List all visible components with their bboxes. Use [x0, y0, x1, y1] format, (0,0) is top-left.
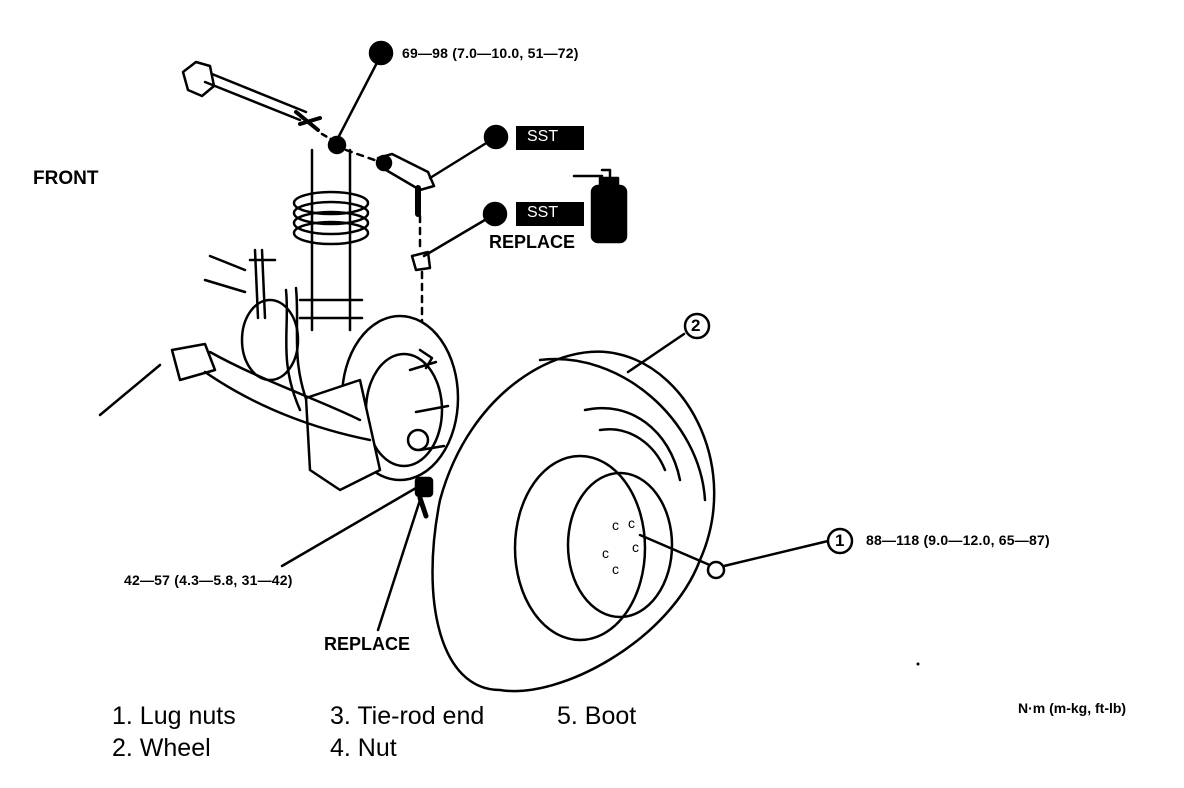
puller-tool	[181, 60, 322, 132]
legend-item-5: 5. Boot	[557, 702, 637, 730]
lug-nut-icon	[706, 560, 726, 580]
svg-text:c: c	[602, 545, 609, 561]
legend-item-3: 3. Tie-rod end	[330, 702, 485, 730]
callout-circle-sst2	[482, 201, 508, 227]
grease-can	[572, 168, 628, 244]
castle-nut	[327, 135, 347, 155]
callout-circle-sst1	[483, 124, 509, 150]
sst-label-2: SST	[527, 204, 559, 221]
callout-circle-top	[368, 40, 394, 66]
front-label: FRONT	[33, 168, 99, 189]
replace-nut-label: REPLACE	[324, 634, 411, 654]
lower-nut	[414, 476, 434, 498]
torque-top-label: 69—98 (7.0—10.0, 51—72)	[402, 45, 579, 61]
legend-item-1: 1. Lug nuts	[112, 702, 236, 730]
callout-2-number: 2	[691, 316, 701, 335]
units-label: N·m (m-kg, ft-lb)	[1018, 700, 1127, 716]
strut-assembly	[292, 148, 370, 332]
callout-circle-1	[826, 527, 854, 555]
torque-nut-label: 42—57 (4.3—5.8, 31—42)	[124, 572, 293, 588]
torque-lug-label: 88—118 (9.0—12.0, 65—87)	[866, 532, 1050, 548]
legend-item-2: 2. Wheel	[112, 734, 211, 762]
replace-boot-label: REPLACE	[489, 232, 576, 252]
tie-rod-end	[375, 152, 436, 217]
svg-text:c: c	[632, 539, 639, 555]
sst-box-1	[516, 126, 584, 150]
legend-item-4: 4. Nut	[330, 734, 397, 762]
svg-text:c: c	[628, 515, 635, 531]
lower-control-arm	[98, 254, 372, 442]
wheel: c c c c c	[431, 350, 716, 693]
svg-text:c: c	[612, 561, 619, 577]
callout-1-number: 1	[835, 531, 845, 550]
callout-circle-2	[683, 312, 711, 340]
sst-box-2	[516, 202, 584, 226]
svg-text:c: c	[612, 517, 619, 533]
sst-label-1: SST	[527, 128, 559, 145]
